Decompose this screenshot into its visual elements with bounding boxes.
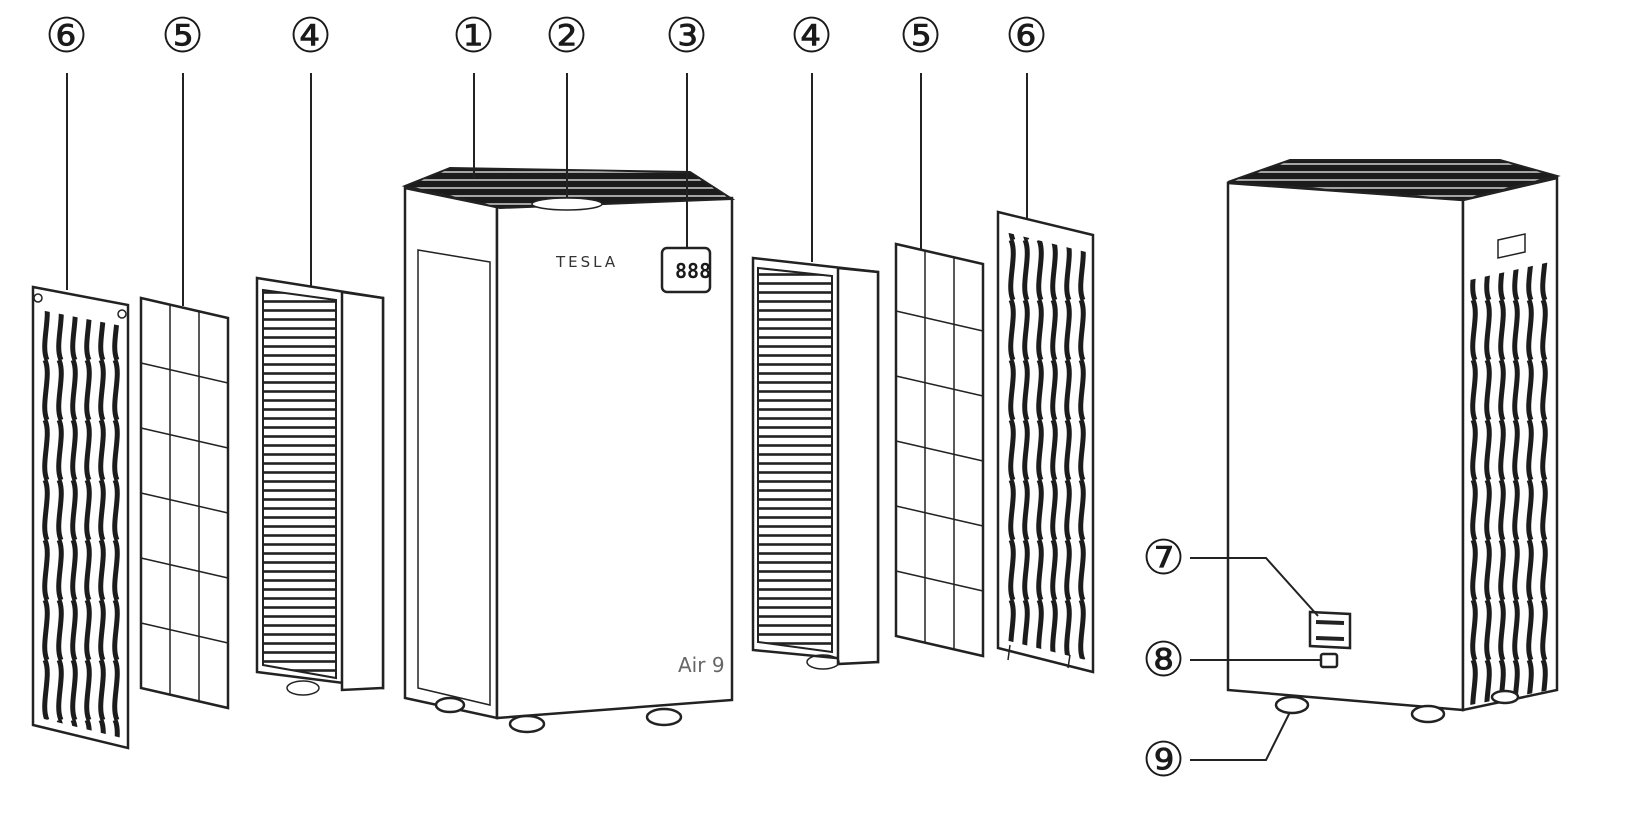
rear-view-unit: [1226, 159, 1561, 724]
label-rear-handle: ⑦: [1142, 530, 1185, 586]
left-prefilter: [139, 296, 230, 710]
label-right-cover: ⑥: [1005, 8, 1048, 64]
label-body: ①: [452, 8, 495, 64]
right-side-cover: [996, 210, 1095, 674]
display-panel: 888: [660, 246, 712, 294]
rear-handle: [1308, 610, 1352, 650]
left-side-cover: [31, 285, 130, 750]
label-left-prefilter: ⑤: [161, 8, 204, 64]
label-display: ③: [665, 8, 708, 64]
display-readout: 888: [675, 259, 711, 283]
right-prefilter: [894, 242, 985, 658]
model-name: Air 9: [678, 653, 725, 677]
label-rear-power: ⑧: [1142, 632, 1185, 688]
label-top-outlet: ②: [545, 8, 588, 64]
label-right-prefilter: ⑤: [899, 8, 942, 64]
power-socket: [1319, 652, 1339, 669]
left-hepa-filter: [255, 276, 385, 696]
label-right-hepa: ④: [790, 8, 833, 64]
label-rear-wheels: ⑨: [1142, 732, 1185, 788]
main-body: 888 TESLA Air 9: [401, 166, 736, 734]
brand-logo: TESLA: [555, 253, 618, 271]
leader-lines: [66, 73, 1321, 761]
label-left-cover: ⑥: [45, 8, 88, 64]
right-hepa-filter: [751, 256, 880, 670]
label-left-hepa: ④: [289, 8, 332, 64]
